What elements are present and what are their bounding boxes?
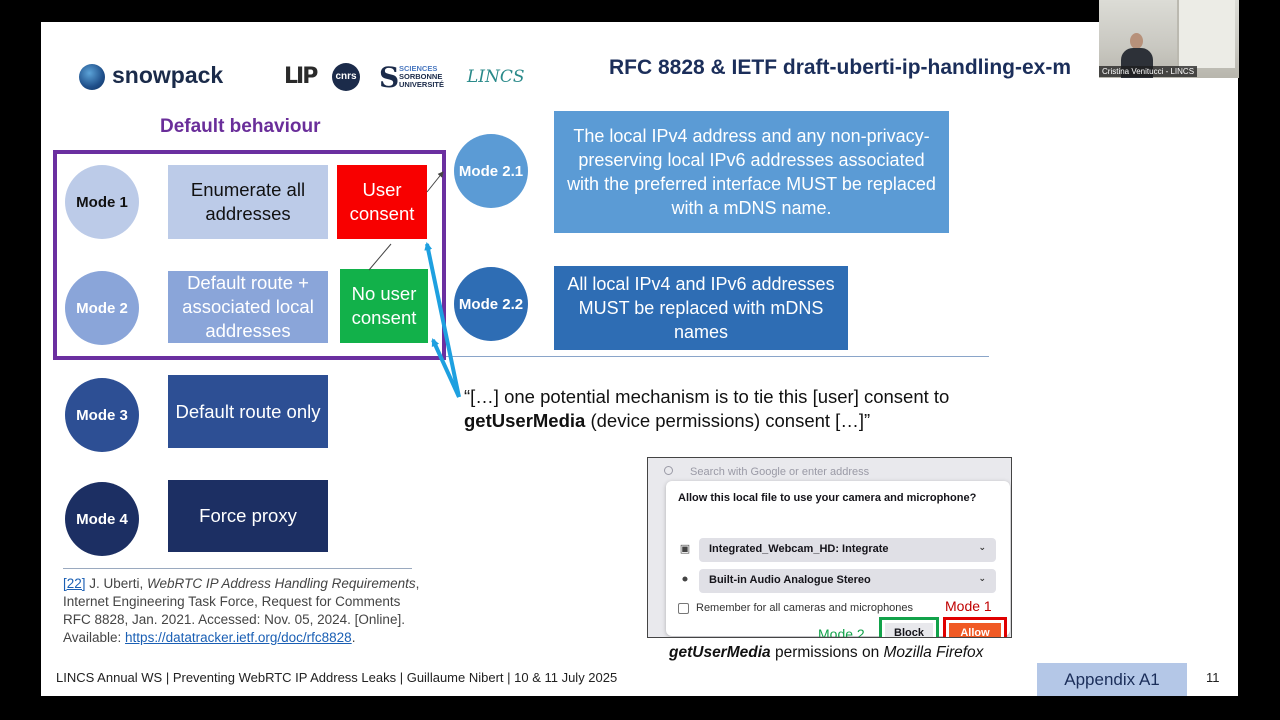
camera-select[interactable]: Integrated_Webcam_HD: Integrate ⌄ — [699, 538, 996, 562]
reference-text: [22] J. Uberti, WebRTC IP Address Handli… — [63, 575, 423, 647]
quote-arrow-to-no-consent — [431, 338, 461, 398]
webcam-thumbnail[interactable]: Cristina Venitucci - LINCS — [1099, 0, 1239, 78]
default-route-only-box: Default route only — [168, 375, 328, 448]
sorbonne-logo-text: SCIENCES SORBONNE UNIVERSITÉ — [399, 65, 444, 89]
caption-middle: permissions on — [770, 644, 884, 661]
allow-button-label: Allow — [949, 623, 1001, 637]
reference-url-link[interactable]: https://datatracker.ietf.org/doc/rfc8828 — [125, 630, 352, 645]
caption-bold: getUserMedia — [669, 644, 771, 661]
separator-line — [446, 356, 989, 357]
reference-details: , Internet Engineering Task Force, Reque… — [63, 576, 420, 645]
slide: snowpack LIP cnrs S SCIENCES SORBONNE UN… — [41, 22, 1238, 696]
rfc-quote: “[…] one potential mechanism is to tie t… — [464, 385, 949, 433]
snowpack-logo-icon — [79, 64, 105, 90]
permission-prompt: Allow this local file to use your camera… — [678, 492, 977, 504]
firefox-permission-screenshot: Search with Google or enter address Allo… — [647, 457, 1012, 638]
microphone-select[interactable]: Built-in Audio Analogue Stereo ⌄ — [699, 569, 996, 593]
sorbonne-line: SORBONNE — [399, 72, 443, 81]
lincs-logo: LINCS — [467, 67, 525, 87]
webcam-person-head — [1130, 33, 1143, 49]
remember-checkbox[interactable] — [678, 603, 689, 614]
chevron-down-icon: ⌄ — [978, 573, 986, 583]
mode-4-circle: Mode 4 — [65, 482, 139, 556]
reference-author: J. Uberti, — [85, 576, 148, 591]
camera-select-value: Integrated_Webcam_HD: Integrate — [709, 543, 889, 555]
page-number: 11 — [1206, 670, 1220, 685]
default-behaviour-frame — [53, 150, 446, 360]
mode-1-annotation: Mode 1 — [945, 598, 992, 614]
mode-2-2-description: All local IPv4 and IPv6 addresses MUST b… — [554, 266, 848, 350]
appendix-badge: Appendix A1 — [1037, 663, 1187, 696]
reference-title: WebRTC IP Address Handling Requirements — [147, 576, 416, 591]
mode-2-circle: Mode 2 — [65, 271, 139, 345]
webcam-background-window — [1177, 0, 1235, 68]
microphone-select-value: Built-in Audio Analogue Stereo — [709, 574, 871, 586]
connector-mode-2-1 — [426, 171, 444, 193]
allow-button[interactable]: Allow — [943, 617, 1007, 637]
firefox-caption: getUserMedia permissions on Mozilla Fire… — [669, 644, 983, 662]
connector-mode-2-2 — [368, 243, 392, 271]
slide-title: RFC 8828 & IETF draft-uberti-ip-handling… — [609, 56, 1072, 79]
mode-2-1-circle: Mode 2.1 — [454, 134, 528, 208]
camera-icon: ▣ — [679, 543, 691, 555]
quote-arrow-to-user-consent — [424, 242, 461, 398]
quote-line-1: “[…] one potential mechanism is to tie t… — [464, 386, 950, 407]
sorbonne-line: UNIVERSITÉ — [399, 80, 445, 89]
reference-separator — [63, 568, 412, 569]
cnrs-logo: cnrs — [332, 63, 360, 91]
firefox-address-bar[interactable]: Search with Google or enter address — [664, 466, 869, 478]
microphone-icon: ⚫ — [680, 574, 690, 586]
address-bar-placeholder: Search with Google or enter address — [690, 466, 870, 478]
default-behaviour-label: Default behaviour — [160, 116, 321, 137]
default-route-local-box: Default route + associated local address… — [168, 271, 328, 343]
permission-dialog: Allow this local file to use your camera… — [666, 481, 1010, 638]
quote-line-2: getUserMedia (device permissions) consen… — [464, 409, 949, 433]
lip-logo: LIP — [284, 64, 318, 89]
reference-number-link[interactable]: [22] — [63, 576, 86, 591]
quote-bold-term: getUserMedia — [464, 410, 586, 431]
enumerate-all-box: Enumerate all addresses — [168, 165, 328, 239]
quote-line-2-rest: (device permissions) consent […]” — [585, 410, 871, 431]
mode-2-1-description: The local IPv4 address and any non-priva… — [554, 111, 949, 233]
webcam-name-label: Cristina Venitucci - LINCS — [1099, 66, 1198, 77]
slide-footer: LINCS Annual WS | Preventing WebRTC IP A… — [56, 670, 618, 685]
user-consent-box: User consent — [337, 165, 427, 239]
mode-2-annotation: Mode 2 — [818, 626, 865, 638]
mode-3-circle: Mode 3 — [65, 378, 139, 452]
reference-end: . — [351, 630, 356, 645]
sorbonne-line: SCIENCES — [399, 64, 438, 73]
remember-label: Remember for all cameras and microphones — [696, 602, 914, 614]
block-button[interactable]: Block — [879, 617, 939, 637]
connector-arrows — [368, 171, 461, 398]
no-user-consent-box: No user consent — [340, 269, 428, 343]
mode-2-2-circle: Mode 2.2 — [454, 267, 528, 341]
caption-italic: Mozilla Firefox — [883, 644, 984, 661]
search-icon — [664, 466, 673, 475]
snowpack-logo-text: snowpack — [112, 62, 224, 88]
sorbonne-logo-mark: S — [379, 61, 400, 94]
chevron-down-icon: ⌄ — [978, 542, 986, 552]
block-button-label: Block — [885, 623, 933, 637]
mode-1-circle: Mode 1 — [65, 165, 139, 239]
force-proxy-box: Force proxy — [168, 480, 328, 552]
